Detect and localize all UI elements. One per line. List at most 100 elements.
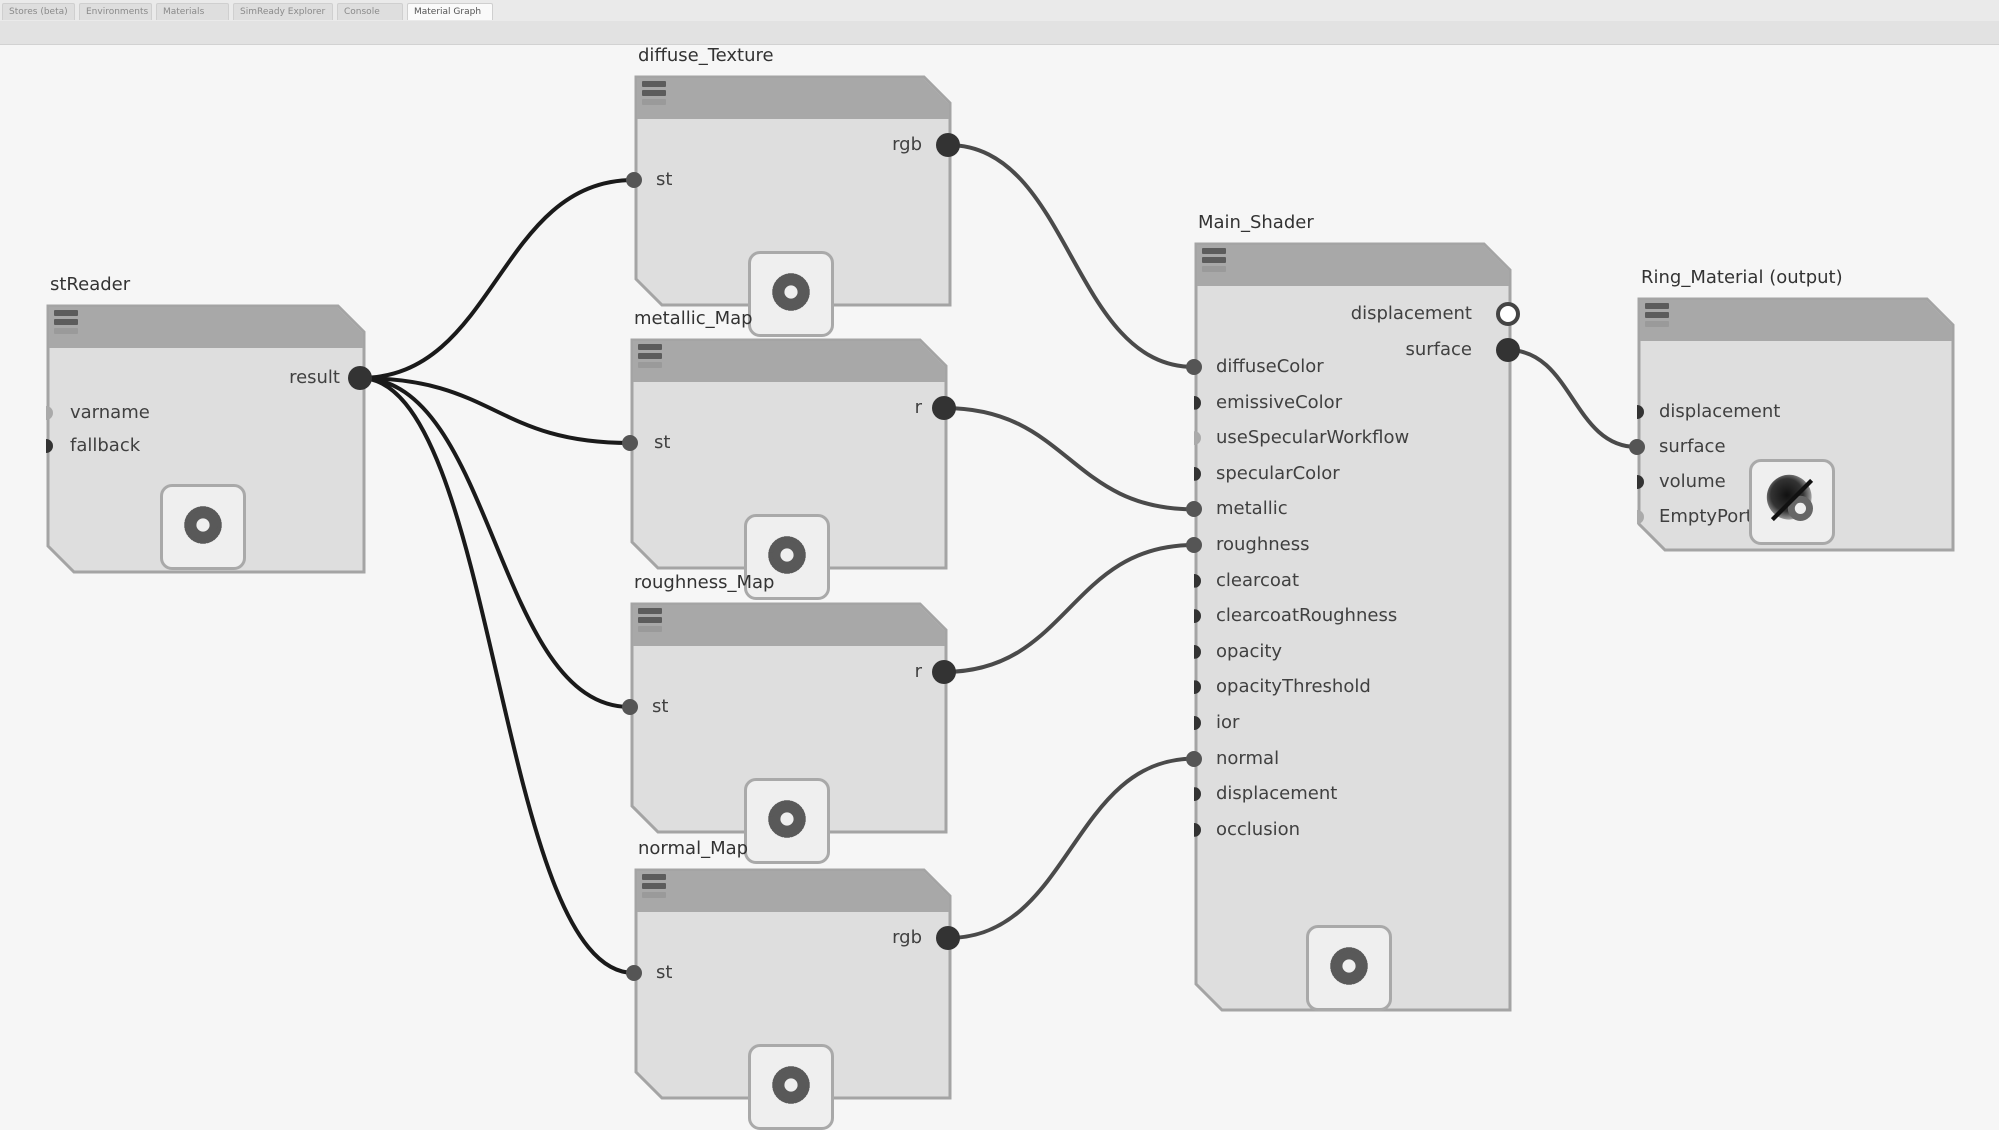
node-title: stReader: [50, 274, 131, 295]
material-preview-icon: [1764, 472, 1820, 532]
port-volume[interactable]: [1637, 475, 1644, 489]
hamburger-menu-icon[interactable]: [54, 310, 78, 340]
port-label-fallback: fallback: [70, 435, 141, 456]
port-clearcoatroughness[interactable]: [1194, 609, 1201, 624]
connection-wire[interactable]: [359, 178, 635, 380]
node-main-shader[interactable]: Main_Shader displacement surface diffuse…: [1186, 212, 1520, 1012]
node-streader[interactable]: stReader result varname fallback: [46, 274, 372, 574]
port-surface-out[interactable]: [1496, 338, 1520, 362]
node-title: Main_Shader: [1198, 212, 1314, 233]
port-varname[interactable]: [46, 406, 53, 420]
port-displacement[interactable]: [1194, 787, 1201, 802]
connection-wire[interactable]: [359, 376, 631, 445]
port-label-surface: surface: [1659, 436, 1726, 457]
gear-icon: [765, 533, 809, 581]
connection-wire[interactable]: [947, 143, 1195, 369]
port-label-displacement-out: displacement: [1350, 303, 1472, 324]
port-usespecularworkflow[interactable]: [1194, 431, 1201, 446]
node-settings-button[interactable]: [744, 778, 830, 864]
port-st[interactable]: [626, 172, 642, 188]
port-specularcolor[interactable]: [1194, 466, 1201, 481]
hamburger-menu-icon[interactable]: [642, 81, 666, 111]
gear-icon: [769, 1063, 813, 1111]
hamburger-menu-icon[interactable]: [1202, 248, 1226, 278]
port-label-emissivecolor: emissiveColor: [1216, 391, 1343, 413]
node-settings-button[interactable]: [160, 484, 246, 570]
port-fallback[interactable]: [46, 439, 53, 453]
port-st[interactable]: [626, 965, 642, 981]
port-label-opacitythreshold: opacityThreshold: [1216, 676, 1371, 698]
port-label-rgb: rgb: [892, 927, 922, 948]
port-occlusion[interactable]: [1194, 822, 1201, 837]
port-label-st: st: [654, 432, 671, 453]
connection-wire[interactable]: [359, 376, 631, 709]
connection-wire[interactable]: [359, 376, 635, 975]
tab-material-graph[interactable]: Material Graph: [407, 3, 493, 20]
tab-stores[interactable]: Stores (beta): [2, 3, 75, 20]
hamburger-menu-icon[interactable]: [642, 874, 666, 904]
gear-icon: [765, 797, 809, 845]
node-settings-button[interactable]: [1306, 925, 1392, 1011]
port-label-diffusecolor: diffuseColor: [1216, 356, 1324, 377]
graph-canvas[interactable]: stReader result varname fallback diffuse…: [0, 44, 1999, 1130]
node-settings-button[interactable]: [744, 514, 830, 600]
port-rgb[interactable]: [936, 926, 960, 950]
connection-wire[interactable]: [1507, 348, 1638, 449]
hamburger-menu-icon[interactable]: [638, 608, 662, 638]
node-roughness-map[interactable]: roughness_Map r st: [622, 572, 956, 864]
port-result[interactable]: [348, 366, 372, 390]
port-label-displacement: displacement: [1659, 401, 1781, 422]
port-r[interactable]: [932, 660, 956, 684]
tab-materials[interactable]: Materials: [156, 3, 229, 20]
hamburger-menu-icon[interactable]: [638, 344, 662, 374]
port-roughness[interactable]: [1186, 537, 1202, 553]
port-label-displacement: displacement: [1216, 783, 1338, 805]
node-metallic-map[interactable]: metallic_Map r st: [622, 308, 956, 600]
port-surface[interactable]: [1629, 439, 1645, 455]
connection-wire[interactable]: [947, 756, 1195, 940]
connection-wire[interactable]: [943, 406, 1195, 512]
port-metallic[interactable]: [1186, 501, 1202, 518]
port-emptyport[interactable]: [1637, 510, 1644, 524]
node-normal-map[interactable]: normal_Map rgb st: [626, 838, 960, 1130]
port-displacement-out[interactable]: [1496, 302, 1520, 326]
port-st[interactable]: [622, 435, 638, 451]
port-label-specularcolor: specularColor: [1216, 462, 1340, 484]
port-rgb[interactable]: [936, 133, 960, 157]
port-displacement[interactable]: [1637, 405, 1644, 419]
port-label-clearcoat: clearcoat: [1216, 569, 1300, 591]
port-label-ior: ior: [1216, 712, 1240, 733]
port-clearcoat[interactable]: [1194, 573, 1201, 588]
port-label-roughness: roughness: [1216, 534, 1310, 555]
port-r[interactable]: [932, 396, 956, 420]
port-label-result: result: [289, 367, 340, 388]
material-preview-button[interactable]: [1749, 459, 1835, 545]
node-settings-button[interactable]: [748, 251, 834, 337]
tab-environments[interactable]: Environments: [79, 3, 152, 20]
port-label-st: st: [656, 962, 673, 983]
hamburger-menu-icon[interactable]: [1645, 303, 1669, 333]
port-label-r: r: [914, 397, 922, 418]
port-label-r: r: [914, 661, 922, 682]
tab-simready-explorer[interactable]: SimReady Explorer: [233, 3, 333, 20]
node-diffuse-texture[interactable]: diffuse_Texture rgb st: [626, 45, 960, 337]
port-st[interactable]: [622, 699, 638, 715]
port-label-surface-out: surface: [1405, 339, 1472, 360]
gear-icon: [769, 270, 813, 318]
connection-wire[interactable]: [943, 543, 1195, 674]
node-settings-button[interactable]: [748, 1044, 834, 1130]
port-opacity[interactable]: [1194, 644, 1201, 659]
port-label-volume: volume: [1659, 471, 1726, 492]
tab-console[interactable]: Console: [337, 3, 403, 20]
port-diffusecolor[interactable]: [1186, 359, 1202, 375]
port-normal[interactable]: [1186, 750, 1202, 767]
port-ior[interactable]: [1194, 716, 1201, 730]
port-label-rgb: rgb: [892, 134, 922, 155]
port-label-emptyport: EmptyPort: [1659, 506, 1753, 527]
port-opacitythreshold[interactable]: [1194, 680, 1201, 695]
port-label-metallic: metallic: [1216, 498, 1288, 520]
port-emissivecolor[interactable]: [1194, 395, 1201, 410]
port-label-normal: normal: [1216, 747, 1280, 769]
port-label-varname: varname: [70, 402, 150, 423]
